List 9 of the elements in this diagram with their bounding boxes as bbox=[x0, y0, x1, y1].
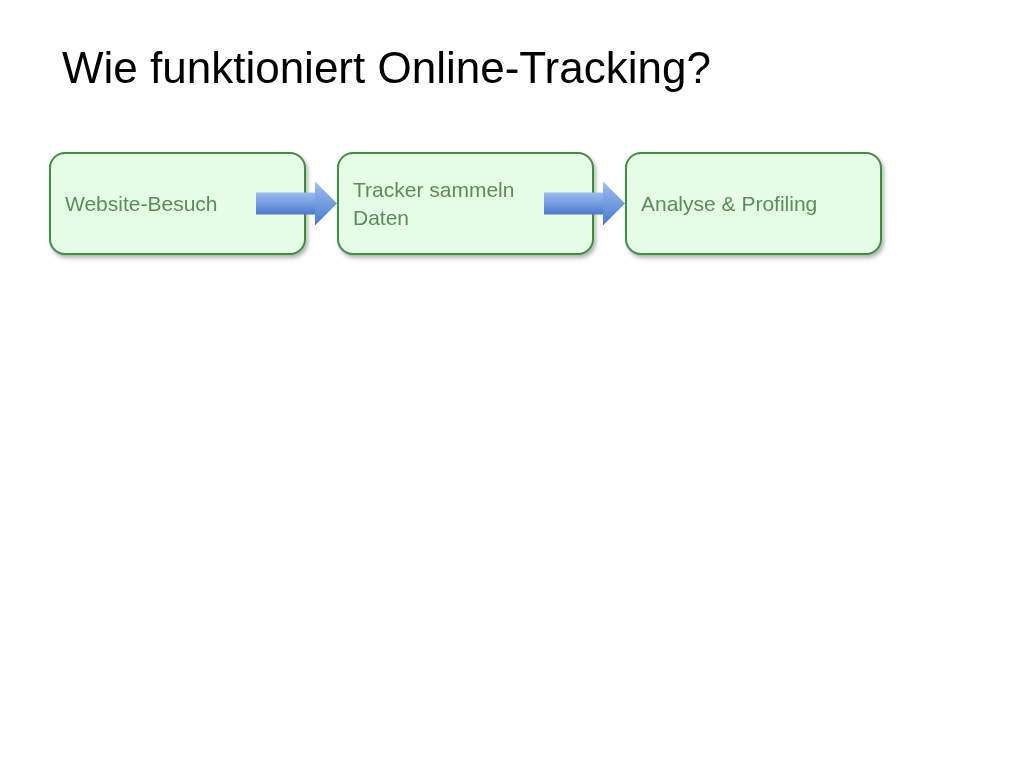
process-box bbox=[625, 152, 882, 255]
step-label: Tracker sammeln Daten bbox=[353, 176, 516, 231]
process-box bbox=[49, 152, 306, 255]
arrow bbox=[256, 181, 337, 226]
step-label: Website-Besuch bbox=[65, 190, 219, 217]
process-box bbox=[337, 152, 594, 255]
arrow bbox=[544, 181, 625, 226]
slide-title: Wie funktioniert Online-Tracking? bbox=[62, 42, 711, 94]
step-label: Analyse & Profiling bbox=[641, 190, 819, 217]
